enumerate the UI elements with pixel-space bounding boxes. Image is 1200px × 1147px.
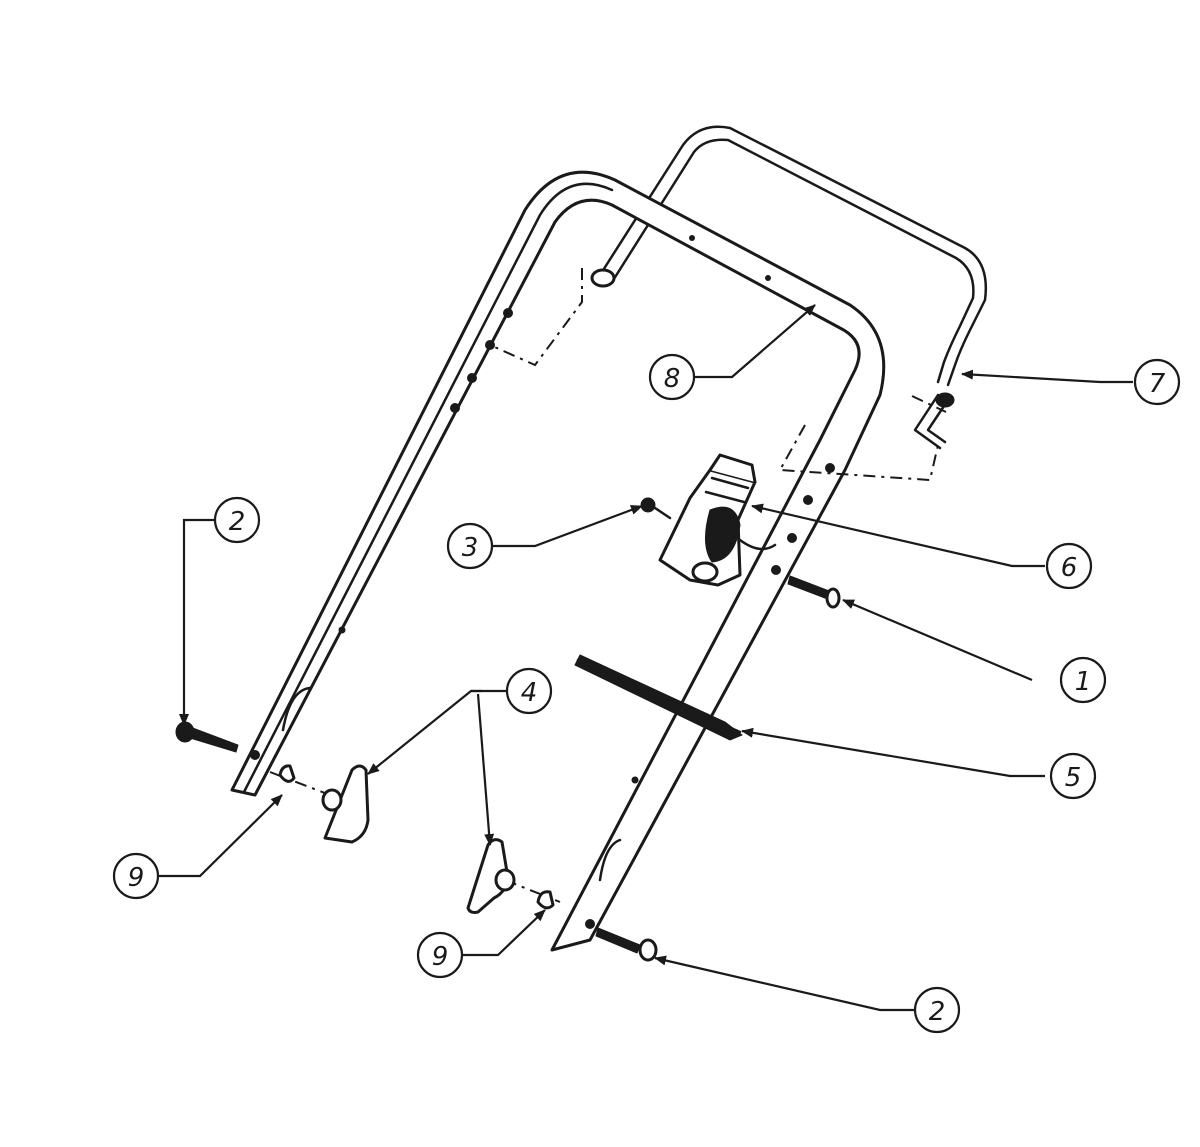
- carriage-bolt-right: [595, 927, 658, 962]
- cable-tie: [574, 654, 743, 741]
- handle-knob-right: [466, 838, 516, 914]
- cupped-washer-right: [536, 890, 555, 910]
- callout-3-label: 3: [462, 533, 479, 563]
- callout-7: 7: [1133, 358, 1181, 406]
- nut: [640, 497, 672, 520]
- callout-2-bottom: 2: [913, 986, 961, 1034]
- callout-3: 3: [446, 522, 494, 570]
- handle-knob-left: [321, 764, 370, 844]
- callout-1-label: 1: [1075, 667, 1092, 697]
- callout-7-label: 7: [1149, 369, 1166, 399]
- callout-9-left: 9: [112, 852, 160, 900]
- leader-lines: [158, 304, 1133, 1012]
- callout-2-top-label: 2: [229, 507, 246, 537]
- callout-8-label: 8: [664, 364, 681, 394]
- callout-1: 1: [1059, 656, 1107, 704]
- control-bail: [590, 125, 988, 450]
- assembly-lines: [269, 268, 947, 903]
- callout-9-right-label: 9: [432, 942, 449, 972]
- callout-6-label: 6: [1061, 553, 1078, 583]
- callout-8: 8: [648, 353, 696, 401]
- callout-4-label: 4: [521, 678, 538, 708]
- callout-2-bottom-label: 2: [929, 997, 946, 1027]
- bolt: [787, 575, 841, 609]
- callout-5-label: 5: [1065, 763, 1082, 793]
- callout-5: 5: [1049, 752, 1097, 800]
- callout-6: 6: [1045, 542, 1093, 590]
- upper-handle: [230, 170, 886, 952]
- cupped-washer-left: [278, 764, 296, 783]
- callout-2-top: 2: [213, 496, 261, 544]
- callout-4: 4: [505, 667, 553, 715]
- callout-9-right: 9: [416, 931, 464, 979]
- throttle-control: [658, 453, 777, 587]
- carriage-bolt-left: [175, 721, 239, 753]
- callout-9-left-label: 9: [128, 863, 145, 893]
